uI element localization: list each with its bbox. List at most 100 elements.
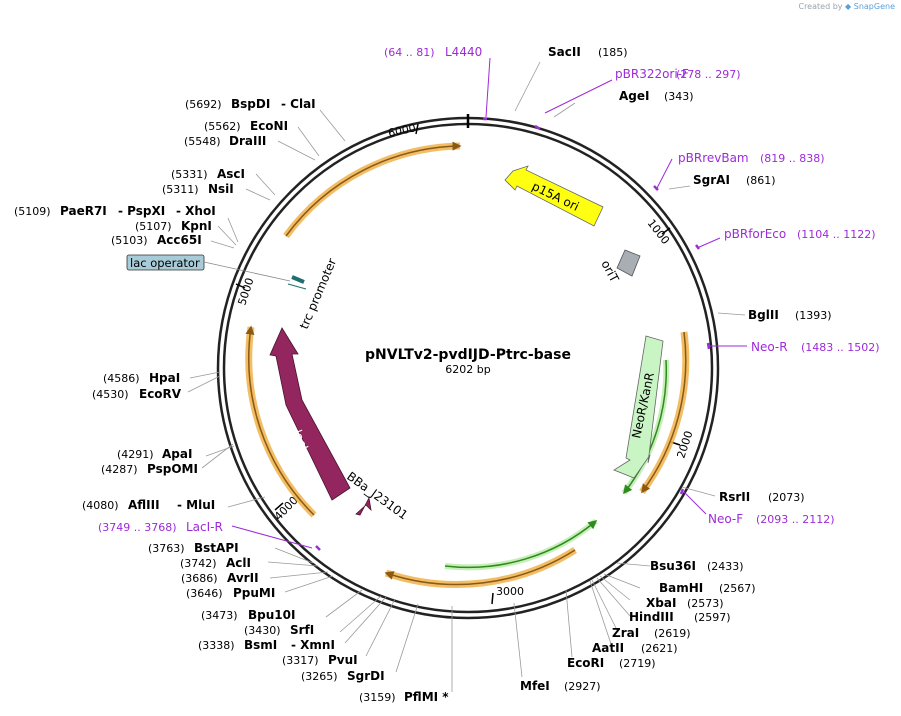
primer-neo-f[interactable]: Neo-F [708,512,743,526]
p15a-ori-feature[interactable] [504,165,604,227]
laci-feature[interactable] [269,327,351,501]
enzyme-draiii[interactable]: DraIII [229,134,266,148]
plasmid-length: 6202 bp [445,363,490,376]
enzyme-srfi[interactable]: SrfI [290,623,314,637]
enzyme-clai[interactable]: - ClaI [281,97,316,111]
enzyme-paer7i[interactable]: PaeR7I [60,204,107,218]
primer-laci-r[interactable]: LacI-R [186,520,223,534]
enzyme-kpni[interactable]: KpnI [181,219,212,233]
enzyme-mlui[interactable]: - MluI [177,498,215,512]
primer-laci-r-pos: (3749 .. 3768) [98,521,177,534]
enzyme-bstapi-pos: (3763) [148,542,185,555]
enzyme-agei-pos: (343) [664,90,694,103]
enzyme-leader-lines [187,61,746,692]
enzyme-ecorv[interactable]: EcoRV [139,387,182,401]
enzyme-aflii[interactable]: AflIII [128,498,160,512]
watermark-brand: SnapGene [853,2,895,11]
primer-pbr322ori-f[interactable]: pBR322ori-F [615,67,689,81]
primer-pbr322ori-f-pos: (278 .. 297) [676,68,741,81]
enzyme-apai[interactable]: ApaI [162,447,192,461]
orf-arcs [245,141,690,589]
primer-pbrforeco-pos: (1104 .. 1122) [797,228,876,241]
enzyme-xbai[interactable]: XbaI [646,596,676,610]
enzyme-xmni[interactable]: - XmnI [291,638,335,652]
enzyme-aatii-pos: (2621) [641,642,678,655]
enzyme-pspxi[interactable]: - PspXI [118,204,165,218]
enzyme-sgrai[interactable]: SgrAI [693,173,730,187]
enzyme-sacii[interactable]: SacII [548,45,581,59]
primer-neo-r[interactable]: Neo-R [751,340,788,354]
tick-label-1000: 1000 [645,217,672,247]
enzyme-acli[interactable]: AclI [226,556,251,570]
enzyme-hindiii[interactable]: HindIII [629,610,674,624]
enzyme-avrii[interactable]: AvrII [227,571,259,585]
tick-label-6000: 6000 [387,121,417,140]
enzyme-draiii-pos: (5548) [184,135,221,148]
enzyme-nsii[interactable]: NsiI [208,182,234,196]
enzyme-hpai[interactable]: HpaI [149,371,180,385]
enzyme-hpai-pos: (4586) [103,372,140,385]
enzyme-pspomi-pos: (4287) [101,463,138,476]
bba-j23101-label: BBa_J23101 [344,469,410,522]
enzyme-asci[interactable]: AscI [217,167,245,181]
enzyme-pflmi-pos: (3159) [359,691,396,704]
enzyme-labels: SacII (185) AgeI (343) SgrAI (861) BglII… [14,45,832,704]
enzyme-pflmi[interactable]: PflMI * [404,690,449,704]
primer-pbrrevbam[interactable]: pBRrevBam [678,151,749,165]
lac-operator-box[interactable] [126,254,205,271]
enzyme-bsmi[interactable]: BsmI [244,638,277,652]
trc-promoter-feature[interactable] [287,275,307,290]
enzyme-xbai-pos: (2573) [687,597,724,610]
neor-kanr-feature[interactable] [613,335,664,479]
enzyme-bsmi-pos: (3338) [198,639,235,652]
enzyme-xhoi[interactable]: - XhoI [176,204,216,218]
enzyme-aflii-pos: (4080) [82,499,119,512]
primer-neo-f-pos: (2093 .. 2112) [756,513,835,526]
enzyme-bpu10i[interactable]: Bpu10I [248,608,295,622]
enzyme-ecori[interactable]: EcoRI [567,656,604,670]
primer-marks [315,117,711,551]
primer-leader-lines [231,57,747,549]
primer-neo-r-pos: (1483 .. 1502) [801,341,880,354]
enzyme-pvui[interactable]: PvuI [328,653,358,667]
orf-arc-top [283,142,461,239]
primer-pbrrevbam-pos: (819 .. 838) [760,152,825,165]
green-arcs [444,359,670,571]
enzyme-rsrii[interactable]: RsrII [719,490,750,504]
enzyme-sacii-pos: (185) [598,46,628,59]
enzyme-aatii[interactable]: AatII [592,641,624,655]
plasmid-name: pNVLTv2-pvdIJD-Ptrc-base [365,347,571,363]
bba-j23101-feature[interactable] [355,496,372,516]
enzyme-bspdi[interactable]: BspDI [231,97,270,111]
primer-pbrforeco[interactable]: pBRforEco [724,227,786,241]
orit-feature[interactable] [616,249,641,277]
enzyme-ppumi[interactable]: PpuMI [233,586,275,600]
enzyme-bsu36i[interactable]: Bsu36I [650,559,696,573]
enzyme-srfi-pos: (3430) [244,624,281,637]
enzyme-sgrdi[interactable]: SgrDI [347,669,385,683]
enzyme-bamhi[interactable]: BamHI [659,581,703,595]
enzyme-agei[interactable]: AgeI [619,89,649,103]
enzyme-mfei[interactable]: MfeI [520,679,550,693]
enzyme-bglii[interactable]: BglII [748,308,779,322]
enzyme-econi[interactable]: EcoNI [250,119,288,133]
enzyme-pspomi[interactable]: PspOMI [147,462,198,476]
enzyme-sgrai-pos: (861) [746,174,776,187]
enzyme-paer7i-pos: (5109) [14,205,51,218]
tick-label-5000: 5000 [235,276,256,307]
enzyme-bstapi[interactable]: BstAPI [194,541,239,555]
enzyme-zrai[interactable]: ZraI [612,626,639,640]
lac-operator-leader [203,261,291,282]
enzyme-econi-pos: (5562) [204,120,241,133]
enzyme-acc65i[interactable]: Acc65I [157,233,202,247]
watermark-prefix: Created by [798,2,843,11]
orit-label: oriT [598,258,621,285]
enzyme-zrai-pos: (2619) [654,627,691,640]
enzyme-bglii-pos: (1393) [795,309,832,322]
enzyme-bsu36i-pos: (2433) [707,560,744,573]
green-arc-bottom [444,520,598,569]
enzyme-pvui-pos: (3317) [282,654,319,667]
primer-l4440[interactable]: L4440 [445,45,482,59]
tick-marks [235,123,681,605]
